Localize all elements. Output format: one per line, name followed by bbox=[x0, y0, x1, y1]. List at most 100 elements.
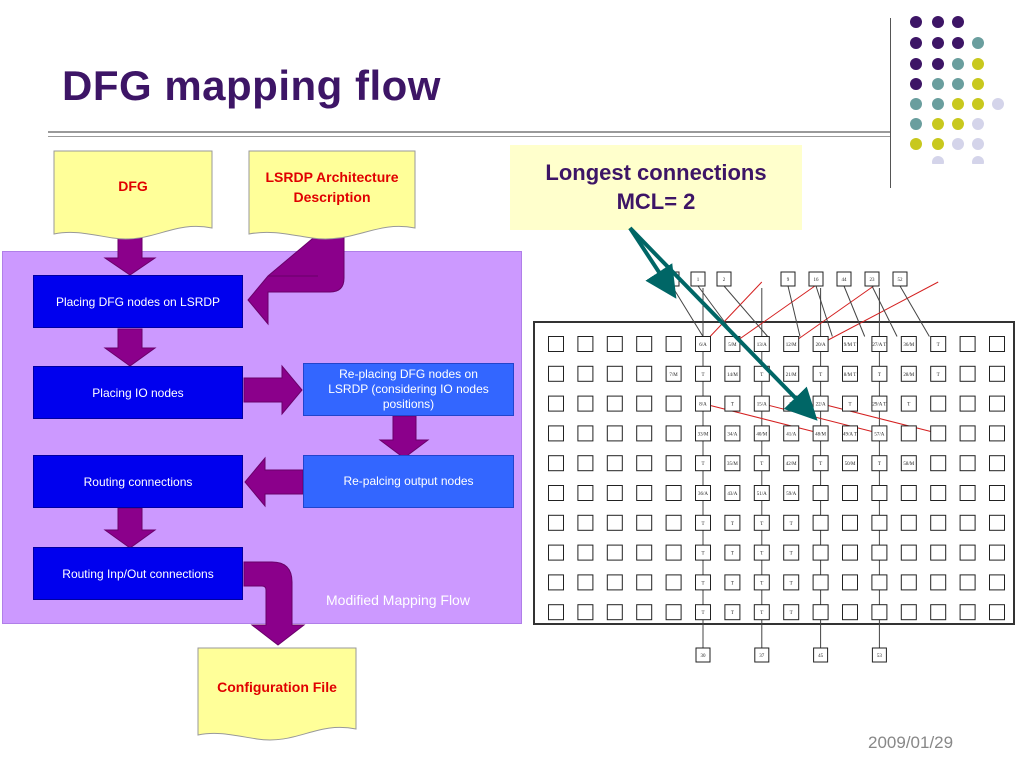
doc-shape bbox=[248, 150, 416, 240]
grid-node bbox=[783, 365, 800, 382]
grid-node-label: 13/A bbox=[757, 343, 767, 348]
grid-node bbox=[753, 544, 770, 561]
grid-node-label: 7/M bbox=[669, 373, 678, 378]
grid-node-label: 36/A bbox=[698, 492, 708, 497]
grid-node bbox=[900, 336, 917, 352]
grid-empty-cell bbox=[930, 574, 947, 591]
grid-empty-cell bbox=[548, 604, 564, 621]
replacing-line1: Re-placing DFG nodes on bbox=[339, 367, 478, 381]
replacing-line2: LSRDP (considering IO nodes bbox=[328, 382, 489, 396]
grid-empty-cell bbox=[606, 604, 623, 621]
grid-empty-cell bbox=[577, 395, 594, 412]
grid-empty-cell bbox=[871, 544, 888, 561]
grid-input-node bbox=[892, 271, 908, 287]
grid-empty-cell bbox=[812, 514, 829, 531]
grid-empty-cell bbox=[842, 574, 858, 591]
grid-node bbox=[783, 485, 800, 501]
grid-input-wire bbox=[871, 285, 898, 337]
arrow-dfg-to-placing bbox=[103, 237, 157, 276]
grid-node bbox=[783, 544, 800, 561]
grid-empty-cell bbox=[636, 514, 653, 531]
grid-node-label: T bbox=[731, 522, 734, 527]
grid-input-wire bbox=[723, 285, 769, 337]
step-placing-dfg-nodes: Placing DFG nodes on LSRDP bbox=[33, 275, 243, 328]
grid-node-label: T bbox=[937, 373, 940, 378]
grid-node-label: T bbox=[907, 403, 910, 408]
grid-empty-cell bbox=[930, 604, 947, 621]
grid-empty-cell bbox=[871, 485, 888, 501]
grid-empty-cell bbox=[959, 604, 976, 621]
dot-pattern bbox=[910, 16, 1004, 164]
grid-input-label: 44 bbox=[842, 278, 848, 283]
grid-node-label: T bbox=[731, 552, 734, 557]
grid-empty-cell bbox=[959, 544, 976, 561]
grid-node-label: T bbox=[760, 611, 763, 616]
grid-node bbox=[724, 395, 741, 412]
grid-node bbox=[900, 455, 917, 472]
replacing-line3: positions) bbox=[382, 397, 435, 411]
grid-node bbox=[724, 514, 741, 531]
grid-node-label: T bbox=[760, 581, 763, 586]
grid-empty-cell bbox=[636, 336, 653, 352]
grid-node-label: 22/A bbox=[816, 403, 826, 408]
title-divider bbox=[48, 131, 890, 133]
grid-node-label: 40/M bbox=[756, 432, 767, 437]
grid-empty-cell bbox=[606, 544, 623, 561]
grid-empty-cell bbox=[900, 544, 917, 561]
grid-empty-cell bbox=[665, 336, 682, 352]
arrow-replacing-to-output bbox=[378, 415, 430, 459]
grid-empty-cell bbox=[930, 514, 947, 531]
grid-output-node bbox=[695, 647, 711, 663]
grid-node bbox=[930, 336, 947, 352]
grid-empty-cell bbox=[930, 544, 947, 561]
grid-empty-cell bbox=[930, 485, 947, 501]
grid-empty-cell bbox=[548, 574, 564, 591]
grid-output-node bbox=[754, 647, 770, 663]
grid-empty-cell bbox=[548, 514, 564, 531]
grid-node bbox=[871, 425, 888, 442]
long-connection bbox=[790, 281, 880, 345]
grid-node bbox=[724, 544, 741, 561]
grid-node-label: T bbox=[848, 403, 851, 408]
grid-input-wire bbox=[899, 285, 930, 337]
grid-empty-cell bbox=[636, 395, 653, 412]
grid-empty-cell bbox=[989, 336, 1005, 352]
grid-node bbox=[753, 395, 770, 412]
long-connection bbox=[820, 403, 939, 434]
grid-node-label: T bbox=[701, 373, 704, 378]
grid-node bbox=[724, 485, 741, 501]
grid-input-node bbox=[864, 271, 880, 287]
grid-node bbox=[753, 514, 770, 531]
long-connection bbox=[702, 281, 763, 345]
grid-node-label: 50/M bbox=[845, 462, 856, 467]
arch-label-line1: LSRDP Architecture bbox=[265, 169, 399, 185]
grid-node-label: T bbox=[760, 552, 763, 557]
grid-empty-cell bbox=[900, 604, 917, 621]
grid-empty-cell bbox=[636, 455, 653, 472]
config-label: Configuration File bbox=[217, 679, 337, 695]
long-connection bbox=[761, 403, 880, 434]
grid-node bbox=[842, 365, 858, 382]
grid-output-node bbox=[813, 647, 829, 663]
grid-node-label: 14/M bbox=[727, 373, 738, 378]
grid-input-node bbox=[836, 271, 852, 287]
grid-empty-cell bbox=[959, 514, 976, 531]
grid-node bbox=[783, 425, 800, 442]
grid-node bbox=[695, 604, 711, 621]
grid-empty-cell bbox=[606, 514, 623, 531]
grid-empty-cell bbox=[548, 336, 564, 352]
step-placing-io-nodes: Placing IO nodes bbox=[33, 366, 243, 419]
grid-node bbox=[753, 425, 770, 442]
grid-node-label: T bbox=[790, 522, 793, 527]
grid-node-label: T bbox=[701, 611, 704, 616]
grid-input-wire bbox=[671, 285, 704, 337]
grid-empty-cell bbox=[636, 425, 653, 442]
grid-empty-cell bbox=[548, 455, 564, 472]
grid-empty-cell bbox=[665, 514, 682, 531]
grid-node-label: T bbox=[701, 462, 704, 467]
grid-empty-cell bbox=[959, 395, 976, 412]
grid-node-label: 5/M bbox=[728, 343, 737, 348]
grid-empty-cell bbox=[606, 336, 623, 352]
grid-empty-cell bbox=[577, 455, 594, 472]
grid-node-label: 15/A bbox=[757, 403, 767, 408]
